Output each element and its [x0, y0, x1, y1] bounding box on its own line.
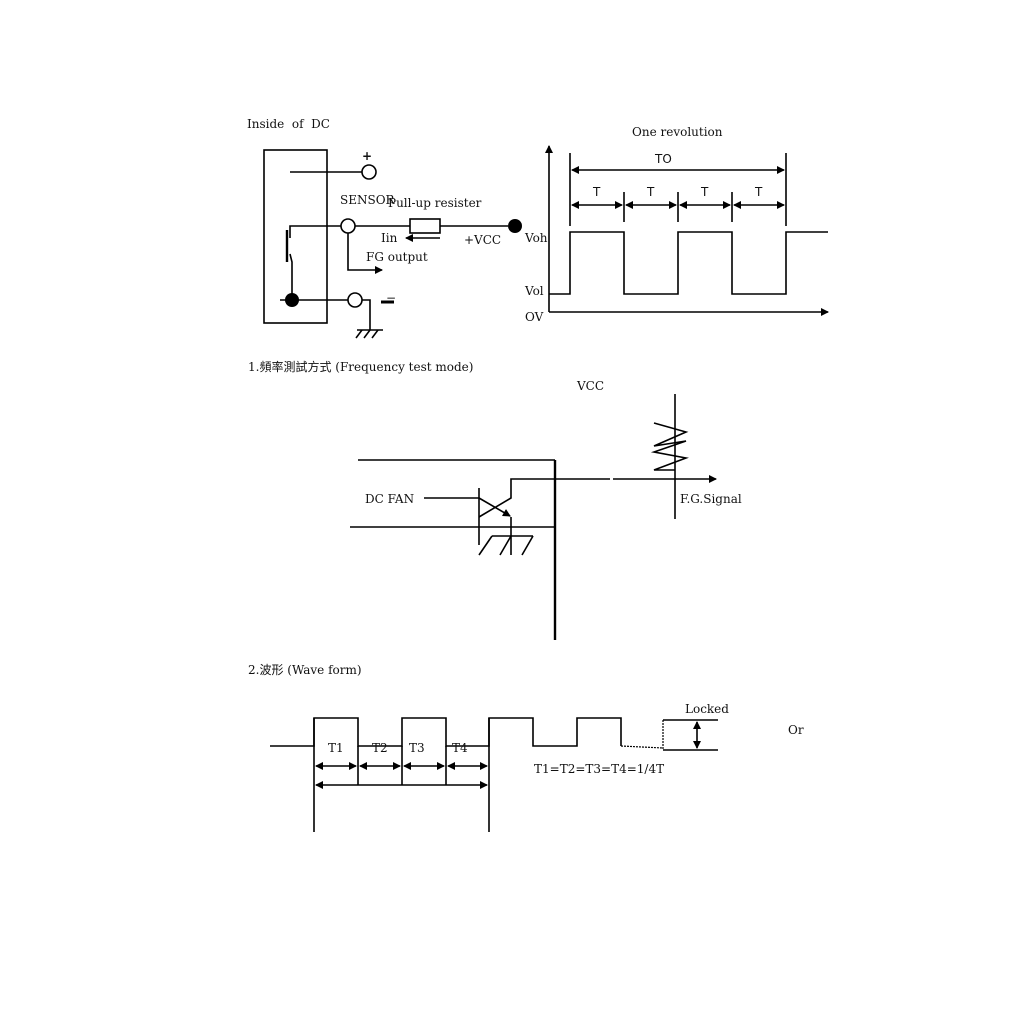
t-label-2: T — [646, 185, 655, 199]
t-label-3: T — [700, 185, 709, 199]
vol-label: Vol — [524, 284, 544, 298]
section1-title: 1.頻率測試方式 (Frequency test mode) — [248, 359, 473, 374]
voh-label: Voh — [524, 231, 548, 245]
sensor-terminal — [340, 218, 356, 234]
pull-up-resistor-zigzag — [650, 422, 689, 471]
fg-signal-label: F.G.Signal — [680, 492, 742, 506]
section2-title: 2.波形 (Wave form) — [248, 663, 362, 677]
one-revolution-waveform: One revolution TO T T T T Voh Vol OV — [524, 125, 829, 324]
pull-up-resistor — [409, 218, 441, 234]
minus-label: − — [386, 291, 396, 305]
ground-icon — [478, 535, 534, 556]
inside-dc-title: Inside of DC — [247, 117, 330, 131]
vcc-terminal — [508, 219, 522, 233]
period-equation: T1=T2=T3=T4=1/4T — [534, 762, 664, 776]
vcc-label: +VCC — [464, 233, 501, 247]
or-label: Or — [788, 723, 804, 737]
t3-label: T3 — [409, 741, 425, 755]
wave-form-diagram: T1 T2 T3 T4 T1=T2=T3=T4=1/4T Locked Or — [270, 702, 804, 832]
fg-output-arrow — [347, 233, 383, 274]
square-wave — [549, 231, 828, 295]
frequency-test-circuit: VCC DC FAN F.G.Signal — [350, 379, 742, 640]
plus-terminal — [361, 164, 377, 180]
vcc-label: VCC — [576, 379, 604, 393]
iin-label: Iin — [381, 231, 398, 245]
ov-label: OV — [525, 310, 544, 324]
t1-label: T1 — [328, 741, 344, 755]
locked-label: Locked — [685, 702, 729, 716]
fg-output-label: FG output — [366, 250, 428, 264]
minus-terminal — [347, 292, 363, 308]
to-label: TO — [654, 152, 672, 166]
t2-label: T2 — [372, 741, 388, 755]
t-label-4: T — [754, 185, 763, 199]
dc-internal-circuit: + − SENSOR Pull-up resister Iin +VCC FG … — [263, 149, 522, 339]
t-label-1: T — [592, 185, 601, 199]
one-revolution-label: One revolution — [632, 125, 723, 139]
sensor-label: SENSOR — [340, 193, 396, 207]
t4-label: T4 — [452, 741, 468, 755]
wave-form — [270, 717, 622, 747]
ground-icon — [355, 329, 383, 339]
plus-sign: + — [362, 149, 372, 163]
pullup-label: Pull-up resister — [388, 196, 482, 210]
dc-fan-label: DC FAN — [365, 492, 414, 506]
